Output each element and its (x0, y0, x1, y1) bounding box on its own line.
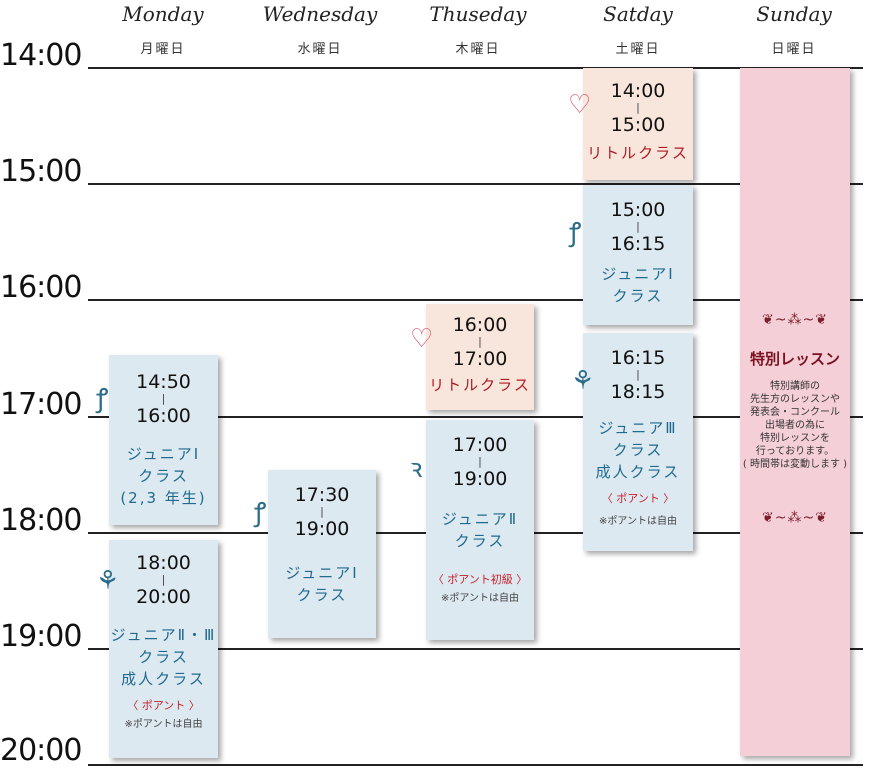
day-saturday: Satday (603, 2, 673, 26)
start-time: 14:00 (610, 80, 666, 102)
class-name: ジュニアⅡ・Ⅲ (110, 626, 217, 644)
grid-line (88, 183, 863, 185)
tulip-icon: ⚘ (571, 366, 595, 396)
day-sunday-jp: 日曜日 (771, 42, 817, 57)
pointe-label: 〈 ポアント初級 〉 (432, 573, 528, 586)
class-name: クラス (612, 441, 664, 459)
class-block-monday-junior1[interactable]: 14:50 | 16:00 ジュニアⅠ クラス (2,3 年生) (109, 355, 218, 525)
scroll-ornament-icon: ꝭ (569, 218, 582, 248)
end-time: 16:15 (610, 233, 666, 255)
class-block-monday-junior23[interactable]: 18:00 | 20:00 ジュニアⅡ・Ⅲ クラス 成人クラス 〈 ポアント 〉… (109, 540, 218, 758)
class-name: 成人クラス (595, 463, 681, 481)
class-name: クラス (612, 287, 664, 305)
class-name: クラス (138, 648, 189, 666)
end-time: 19:00 (294, 518, 350, 540)
start-time: 16:15 (610, 347, 666, 369)
end-time: 17:00 (452, 348, 508, 370)
class-name: ジュニアⅡ (441, 510, 519, 528)
start-time: 15:00 (610, 199, 666, 221)
tulip-icon: ⚘ (96, 566, 120, 596)
end-time: 20:00 (136, 586, 191, 608)
end-time: 16:00 (136, 405, 191, 427)
grid-line (88, 764, 863, 766)
day-thursday-jp: 木曜日 (455, 42, 501, 57)
class-name: リトルクラス (587, 144, 689, 162)
class-grade: (2,3 年生) (120, 489, 207, 507)
start-time: 18:00 (136, 552, 191, 574)
pointe-note: ※ポアントは自由 (441, 593, 519, 604)
end-time: 19:00 (452, 468, 508, 490)
special-lesson-title: 特別レッスン (749, 350, 840, 368)
class-name: リトルクラス (429, 376, 531, 394)
class-name: ジュニアⅠ (285, 564, 359, 582)
heart-icon: ♡ (568, 90, 592, 120)
end-time: 18:15 (610, 381, 666, 403)
class-block-sunday-special[interactable]: ❦~⁂~❦ 特別レッスン 特別講師の 先生方のレッスンや 発表会・コンクール 出… (740, 68, 850, 756)
pointe-note: ※ポアントは自由 (599, 516, 677, 527)
special-desc-line: 発表会・コンクール (750, 407, 840, 418)
time-label-15: 15:00 (0, 154, 82, 189)
vine-ornament-icon: ❦~⁂~❦ (762, 510, 828, 526)
day-saturday-jp: 土曜日 (615, 42, 661, 57)
time-label-17: 17:00 (0, 387, 82, 422)
start-time: 16:00 (452, 314, 508, 336)
start-time: 14:50 (136, 371, 191, 393)
start-time: 17:30 (294, 484, 350, 506)
pointe-note: ※ポアントは自由 (124, 719, 203, 730)
heart-icon: ♡ (410, 324, 434, 354)
swirl-icon: ꝛ (410, 454, 423, 484)
day-monday-jp: 月曜日 (140, 42, 186, 57)
class-name: ジュニアⅠ (601, 265, 675, 283)
time-label-14: 14:00 (0, 38, 82, 73)
grid-line (88, 648, 863, 650)
day-wednesday: Wednesday (262, 2, 378, 26)
class-block-thursday-junior2[interactable]: 17:00 | 19:00 ジュニアⅡ クラス 〈 ポアント初級 〉 ※ポアント… (426, 420, 534, 640)
special-desc-line: 特別講師の (770, 381, 820, 392)
pointe-label: 〈 ポアント 〉 (127, 699, 200, 712)
day-sunday: Sunday (756, 2, 832, 26)
class-name: クラス (454, 532, 506, 550)
class-block-saturday-junior3[interactable]: 16:15 | 18:15 ジュニアⅢ クラス 成人クラス 〈 ポアント 〉 ※… (583, 333, 693, 551)
class-name: クラス (138, 467, 189, 485)
special-desc-line: 出場者の為に (765, 420, 825, 431)
class-block-thursday-little[interactable]: 16:00 | 17:00 リトルクラス (426, 304, 534, 410)
class-name: ジュニアⅠ (126, 445, 201, 463)
end-time: 15:00 (610, 114, 666, 136)
day-thursday: Thuseday (429, 2, 527, 26)
start-time: 17:00 (452, 434, 508, 456)
grid-line (88, 67, 863, 69)
class-block-saturday-junior1[interactable]: 15:00 | 16:15 ジュニアⅠ クラス (583, 185, 693, 325)
class-name: ジュニアⅢ (598, 419, 678, 437)
special-desc-line: 特別レッスンを (760, 433, 830, 444)
class-name: クラス (296, 586, 348, 604)
time-label-18: 18:00 (0, 503, 82, 538)
scroll-ornament-icon: ꝭ (254, 498, 267, 528)
special-desc-line: 先生方のレッスンや (750, 394, 840, 405)
special-desc-line: 行っております。 (755, 446, 835, 457)
special-desc-line: ( 時間帯は変動します ) (742, 459, 848, 470)
vine-ornament-icon: ❦~⁂~❦ (762, 312, 828, 328)
time-label-20: 20:00 (0, 733, 82, 768)
time-label-19: 19:00 (0, 619, 82, 654)
scroll-ornament-icon: ꝭ (96, 384, 109, 414)
grid-line (88, 299, 863, 301)
time-label-16: 16:00 (0, 270, 82, 305)
class-name: 成人クラス (121, 670, 206, 688)
class-block-wednesday-junior1[interactable]: 17:30 | 19:00 ジュニアⅠ クラス (268, 470, 376, 638)
class-block-saturday-little[interactable]: 14:00 | 15:00 リトルクラス (583, 68, 693, 180)
grid-line (88, 416, 863, 418)
pointe-label: 〈 ポアント 〉 (601, 492, 675, 505)
day-monday: Monday (122, 2, 204, 26)
day-wednesday-jp: 水曜日 (297, 42, 343, 57)
